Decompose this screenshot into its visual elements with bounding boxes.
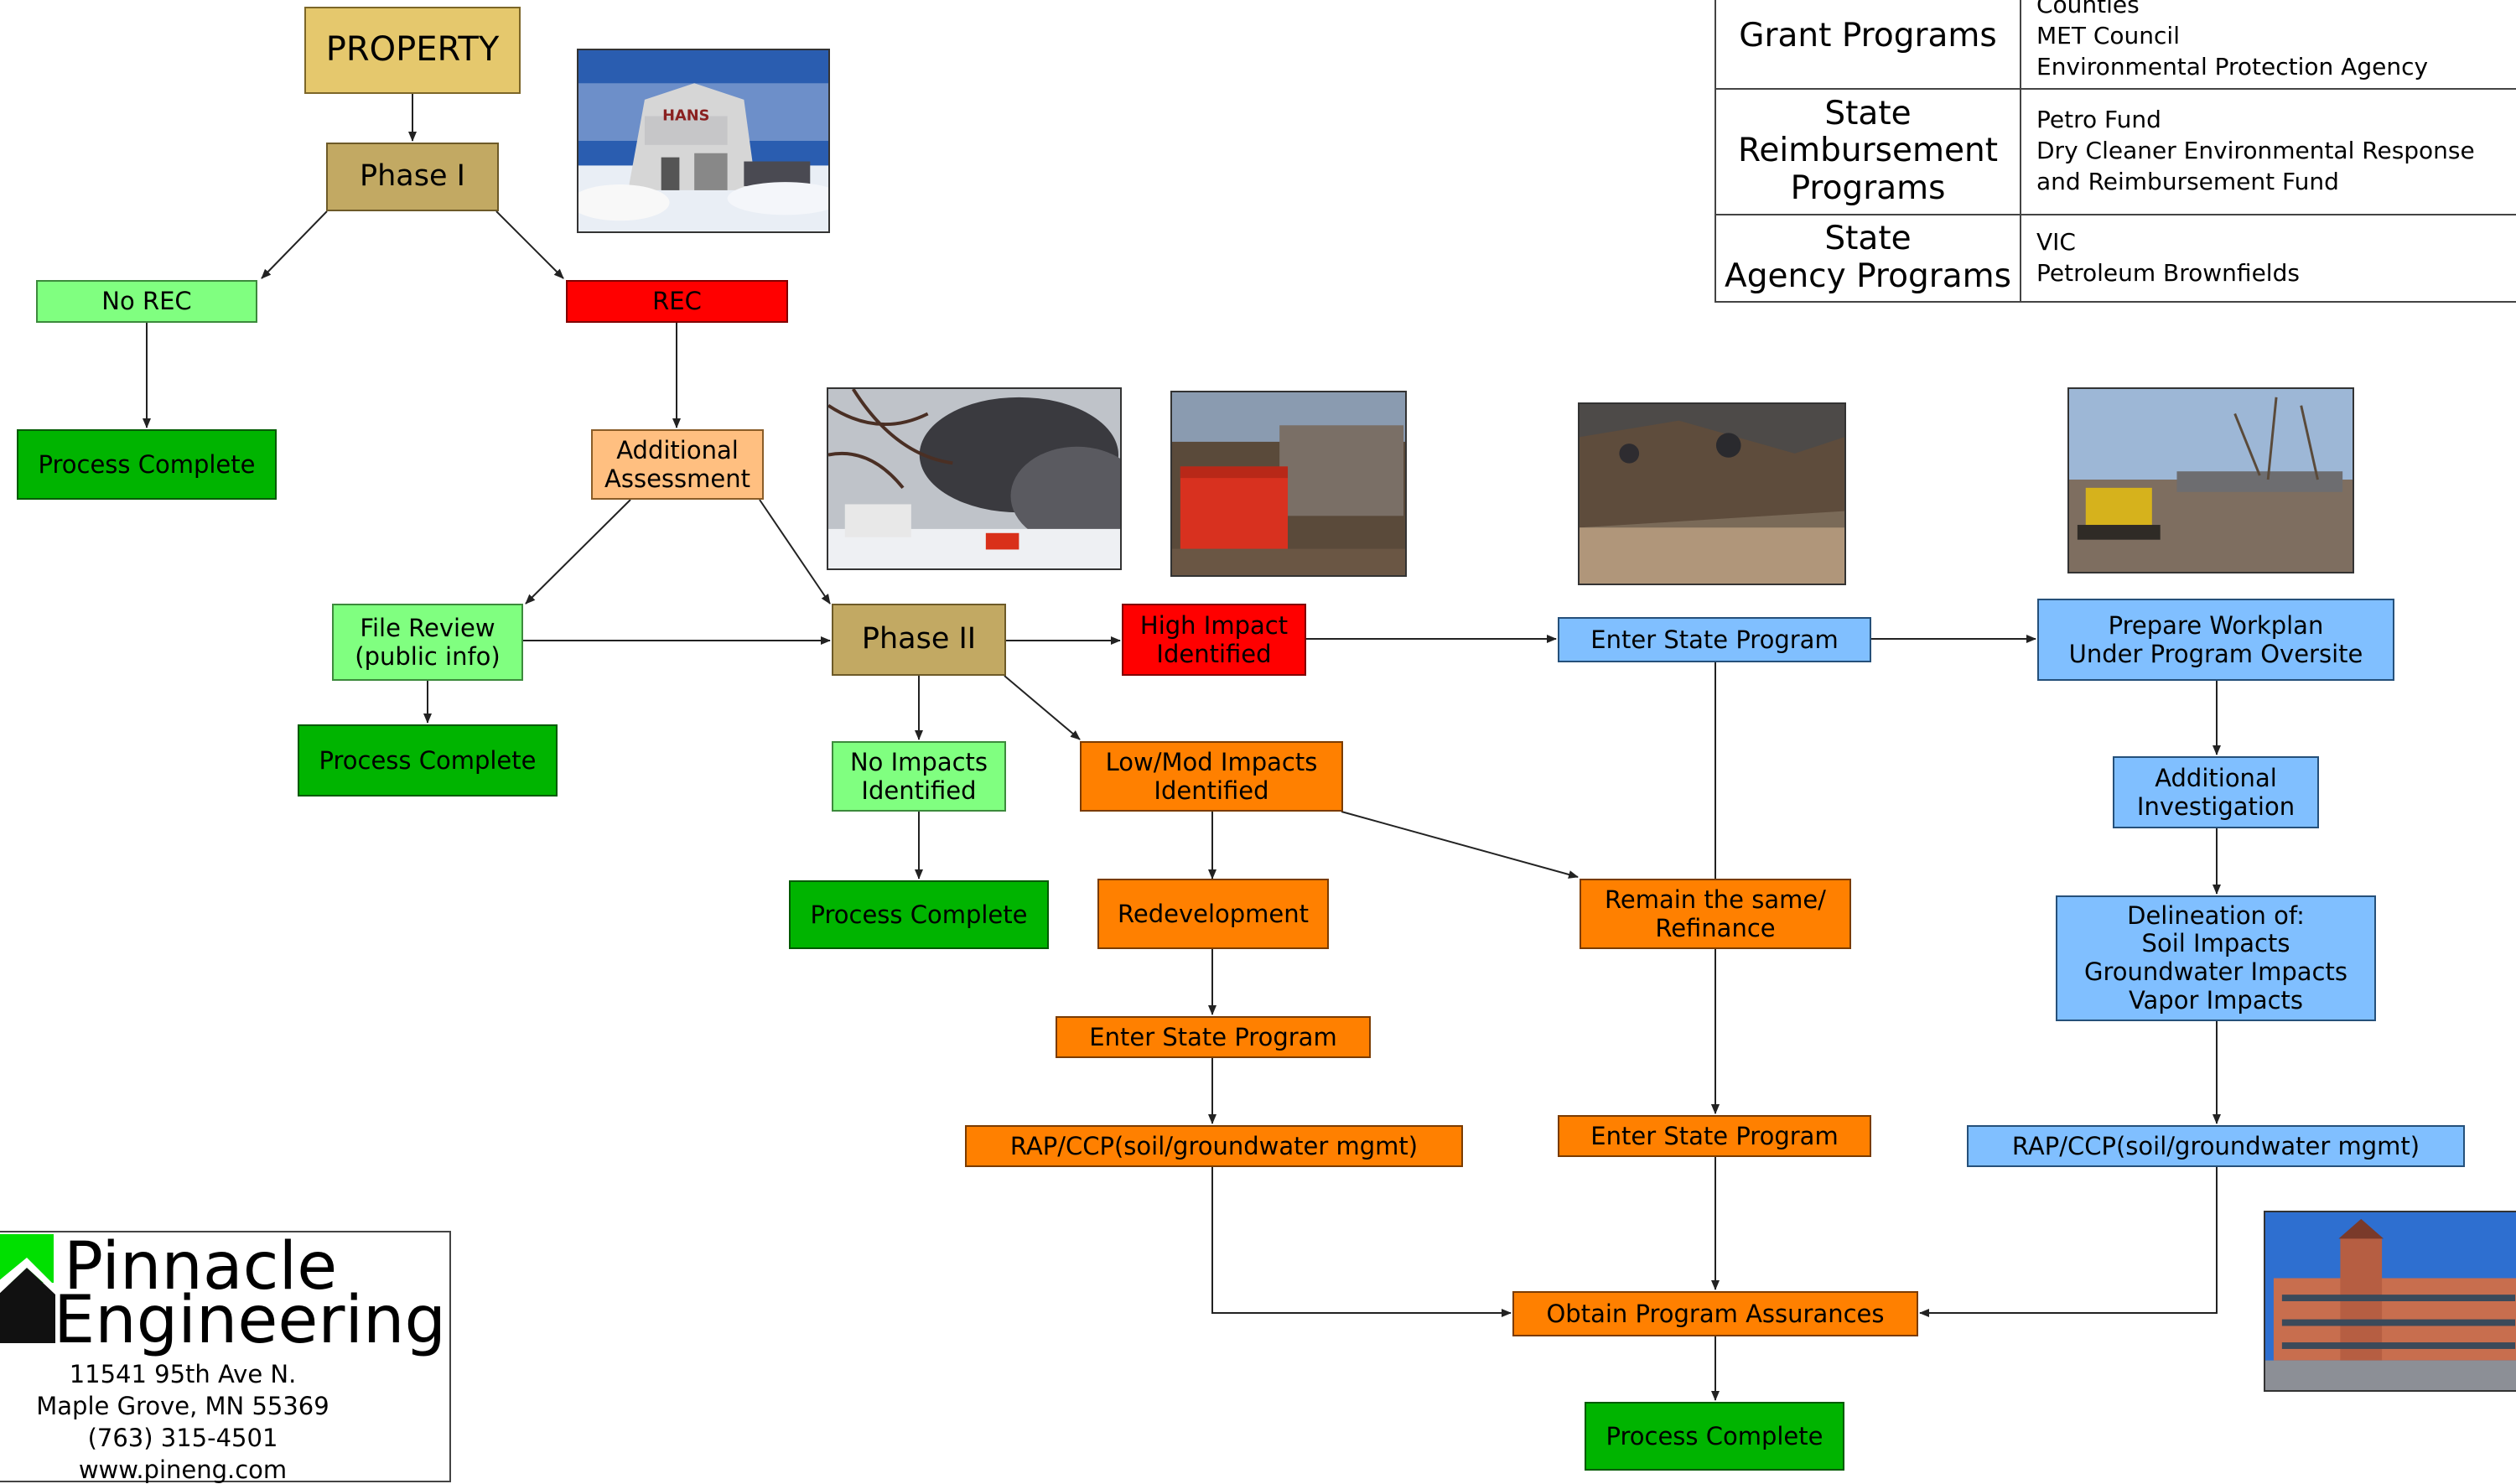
photo-scrap-yard xyxy=(1578,402,1846,585)
remain-same-refinance-box: Remain the same/ Refinance xyxy=(1580,879,1851,949)
process-complete-4: Process Complete xyxy=(1585,1402,1844,1471)
process-complete-1: Process Complete xyxy=(17,429,277,500)
property-box: PROPERTY xyxy=(304,7,521,94)
program-items: VIC Petroleum Brownfields xyxy=(2020,213,2516,303)
company-info-box: Pinnacle Engineering 11541 95th Ave N. M… xyxy=(0,1229,451,1484)
rec-box: REC xyxy=(566,280,788,323)
program-heading: Grant Programs xyxy=(1715,0,2021,90)
program-item: Petro Fund xyxy=(2036,106,2161,134)
process-complete-3: Process Complete xyxy=(789,880,1049,949)
phase2-box: Phase II xyxy=(832,604,1006,676)
file-review-box: File Review (public info) xyxy=(332,604,523,681)
company-name-line2: Engineering xyxy=(54,1283,446,1358)
company-address-line2: Maple Grove, MN 55369 xyxy=(36,1392,329,1420)
program-items: Petro Fund Dry Cleaner Environmental Res… xyxy=(2020,87,2516,215)
low-mod-impacts-box: Low/Mod Impacts Identified xyxy=(1080,741,1343,812)
program-heading: State Reimbursement Programs xyxy=(1715,87,2021,215)
program-row: State Reimbursement Programs Petro Fund … xyxy=(1715,87,2516,215)
edge-assessment-filereview xyxy=(525,499,631,604)
edge-lowmod-remain xyxy=(1341,811,1579,879)
obtain-program-assurances-box: Obtain Program Assurances xyxy=(1512,1291,1918,1336)
rap-ccp-blue: RAP/CCP(soil/groundwater mgmt) xyxy=(1967,1125,2465,1167)
edge-rap-assurances xyxy=(1211,1167,1512,1317)
photo-dumpster-debris xyxy=(1170,391,1407,577)
photo-office-building xyxy=(2264,1211,2516,1392)
phase1-box: Phase I xyxy=(326,143,499,211)
edge-phase1-norec xyxy=(261,210,328,279)
delineation-box: Delineation of: Soil Impacts Groundwater… xyxy=(2056,895,2376,1021)
edge-phase1-rec xyxy=(495,210,564,279)
process-complete-2: Process Complete xyxy=(298,724,558,796)
edge-rapblue-assurances xyxy=(1919,1167,2218,1317)
redevelopment-box: Redevelopment xyxy=(1097,879,1329,949)
enter-state-program-orange-1: Enter State Program xyxy=(1056,1016,1371,1058)
photo-loader-site xyxy=(2067,387,2354,573)
company-phone: (763) 315-4501 xyxy=(87,1424,278,1452)
enter-state-program-orange-2: Enter State Program xyxy=(1558,1115,1871,1157)
photo-hans-building: HANS xyxy=(577,49,830,233)
program-item: Petroleum Brownfields xyxy=(2036,258,2300,287)
pinnacle-logo-icon xyxy=(0,1234,55,1343)
program-item: Environmental Protection Agency xyxy=(2036,52,2429,80)
program-item: VIC xyxy=(2036,227,2076,256)
program-item: Dry Cleaner Environmental Response and R… xyxy=(2036,137,2475,196)
edge-phase2-lowmod xyxy=(1004,675,1081,740)
company-address-line1: 11541 95th Ave N. xyxy=(69,1360,297,1388)
enter-state-program-blue: Enter State Program xyxy=(1558,617,1871,662)
program-table: Grant Programs Counties MET Council Envi… xyxy=(1715,0,2516,303)
no-impacts-box: No Impacts Identified xyxy=(832,741,1006,812)
program-item: MET Council xyxy=(2036,21,2180,49)
photo-fire-smoke xyxy=(827,387,1122,570)
program-heading: State Agency Programs xyxy=(1715,213,2021,303)
program-row: Grant Programs Counties MET Council Envi… xyxy=(1715,0,2516,90)
prepare-workplan-box: Prepare Workplan Under Program Oversite xyxy=(2037,599,2394,681)
program-item: Counties xyxy=(2036,0,2140,18)
hans-sign-text: HANS xyxy=(662,107,709,124)
additional-investigation-box: Additional Investigation xyxy=(2113,756,2319,828)
edge-assessment-phase2 xyxy=(759,499,831,604)
company-website: www.pineng.com xyxy=(78,1455,288,1484)
company-name-line1: Pinnacle xyxy=(64,1229,338,1305)
no-rec-box: No REC xyxy=(36,280,257,323)
high-impact-box: High Impact Identified xyxy=(1122,604,1306,676)
additional-assessment-box: Additional Assessment xyxy=(591,429,764,500)
program-items: Counties MET Council Environmental Prote… xyxy=(2020,0,2516,90)
program-row: State Agency Programs VIC Petroleum Brow… xyxy=(1715,213,2516,303)
rap-ccp-orange: RAP/CCP(soil/groundwater mgmt) xyxy=(965,1125,1463,1167)
